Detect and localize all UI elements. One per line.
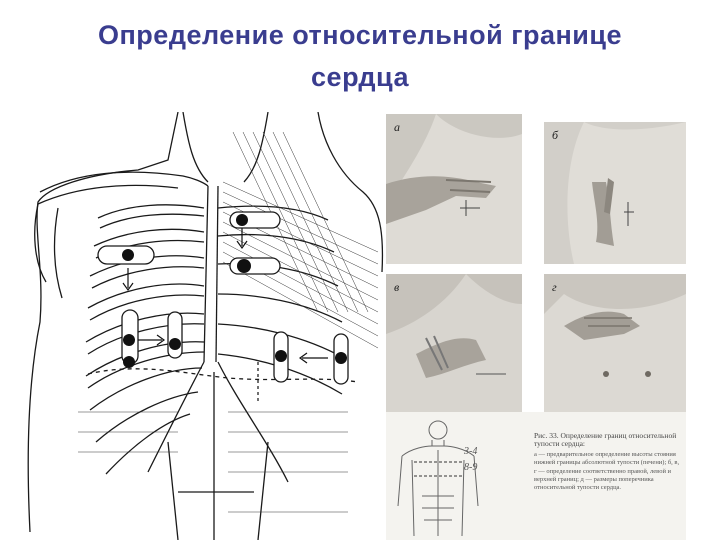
torso-outline-figure [397, 420, 479, 537]
figure-caption-heading: Рис. 33. Определение границ относительно… [534, 431, 677, 449]
photo-b-label: б [552, 128, 559, 142]
photo-d-image [544, 274, 686, 414]
photo-c-label: в [394, 280, 400, 294]
photo-b: б [544, 122, 686, 264]
slide-title-line1: Определение относительной границе [98, 20, 622, 50]
photo-a: а [386, 114, 522, 264]
photo-a-label: а [394, 120, 400, 134]
photo-c-image [386, 274, 522, 414]
chest-anatomy-drawing [27, 111, 384, 541]
figure-caption-body: а — предварительное определение высоты с… [534, 450, 680, 492]
slide-title-line2: сердца [311, 62, 409, 92]
mark-lower: 8-9 [464, 462, 478, 473]
chest-anatomy-illustration [18, 111, 386, 541]
figure-caption: Рис. 33. Определение границ относительно… [534, 431, 682, 493]
photo-c: в [386, 274, 522, 414]
mark-upper: 3-4 [464, 446, 478, 457]
photo-d-label: г [552, 280, 557, 294]
photo-a-image [386, 114, 522, 264]
figure-caption-panel: 3-4 8-9 Рис. 33. Определение границ отно… [386, 412, 686, 540]
photo-b-image [544, 122, 686, 264]
slide-title: Определение относительной границе сердца [40, 14, 680, 98]
photo-d: г [544, 274, 686, 414]
